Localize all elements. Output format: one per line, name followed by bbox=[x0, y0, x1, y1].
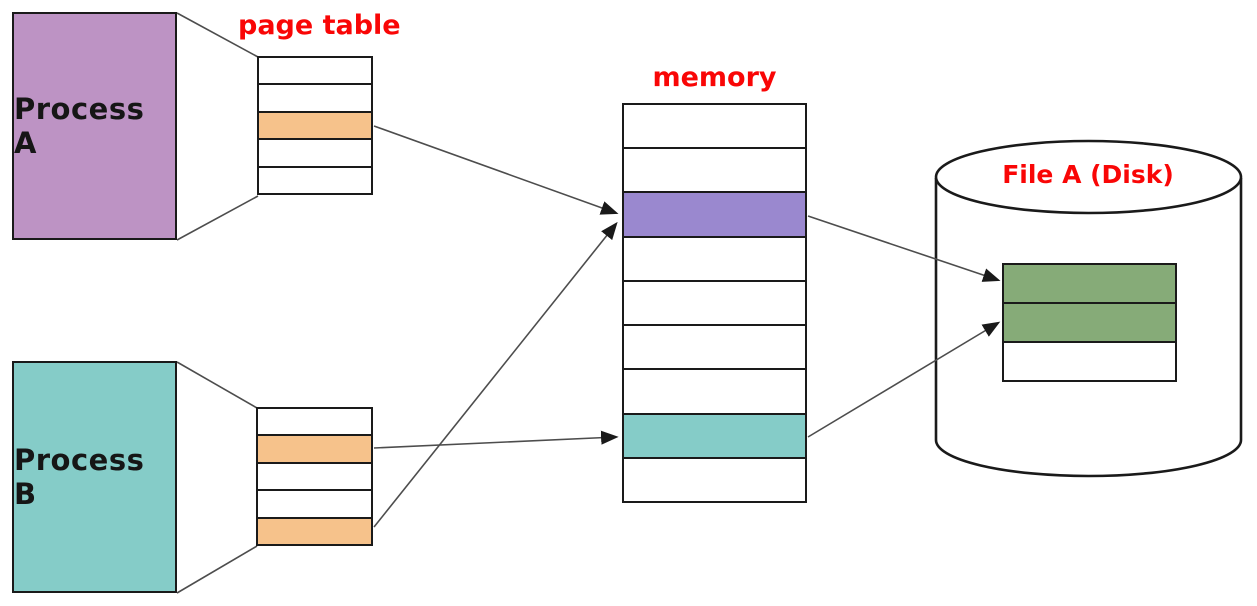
funnel-process-b-top bbox=[176, 361, 258, 409]
process-b-box: Process B bbox=[12, 361, 177, 593]
table-row bbox=[258, 409, 371, 435]
arrow-pagetable-b-to-memory-teal bbox=[373, 430, 619, 449]
disk-cylinder-top-ellipse bbox=[934, 139, 1243, 215]
table-row bbox=[624, 324, 805, 369]
memory-column bbox=[622, 103, 807, 503]
arrow-pagetable-a-to-memory-purple bbox=[373, 125, 619, 215]
page-table-a bbox=[257, 56, 373, 195]
table-row bbox=[624, 412, 805, 457]
table-row bbox=[624, 191, 805, 236]
table-row bbox=[624, 456, 805, 501]
table-row bbox=[258, 489, 371, 517]
table-row bbox=[624, 105, 805, 148]
table-row bbox=[624, 279, 805, 325]
funnel-process-a-bottom bbox=[176, 195, 259, 241]
table-row bbox=[1004, 265, 1175, 302]
process-a-label: Process A bbox=[14, 92, 145, 160]
table-row bbox=[259, 58, 371, 84]
page-table-b bbox=[256, 407, 373, 546]
table-row bbox=[258, 461, 371, 490]
table-row bbox=[1004, 341, 1175, 380]
arrow-memory-purple-to-disk-row1 bbox=[807, 215, 1001, 282]
table-row bbox=[259, 138, 371, 166]
table-row bbox=[624, 147, 805, 192]
funnel-process-a-top bbox=[176, 12, 259, 58]
page-table-label: page table bbox=[238, 10, 401, 41]
file-a-block bbox=[1002, 263, 1177, 382]
table-row bbox=[624, 368, 805, 413]
file-a-disk-label: File A (Disk) bbox=[1002, 160, 1174, 189]
process-a-box: Process A bbox=[12, 12, 177, 240]
process-b-label: Process B bbox=[14, 443, 145, 511]
table-row bbox=[259, 110, 371, 139]
table-row bbox=[259, 165, 371, 194]
arrow-pagetable-b-bottom-to-memory-purple bbox=[373, 221, 618, 528]
funnel-process-b-bottom bbox=[176, 545, 258, 594]
table-row bbox=[258, 516, 371, 545]
table-row bbox=[259, 83, 371, 111]
table-row bbox=[1004, 302, 1175, 341]
table-row bbox=[624, 235, 805, 280]
memory-label: memory bbox=[652, 62, 777, 93]
table-row bbox=[258, 434, 371, 462]
arrow-memory-teal-to-disk-row2 bbox=[807, 321, 1001, 438]
